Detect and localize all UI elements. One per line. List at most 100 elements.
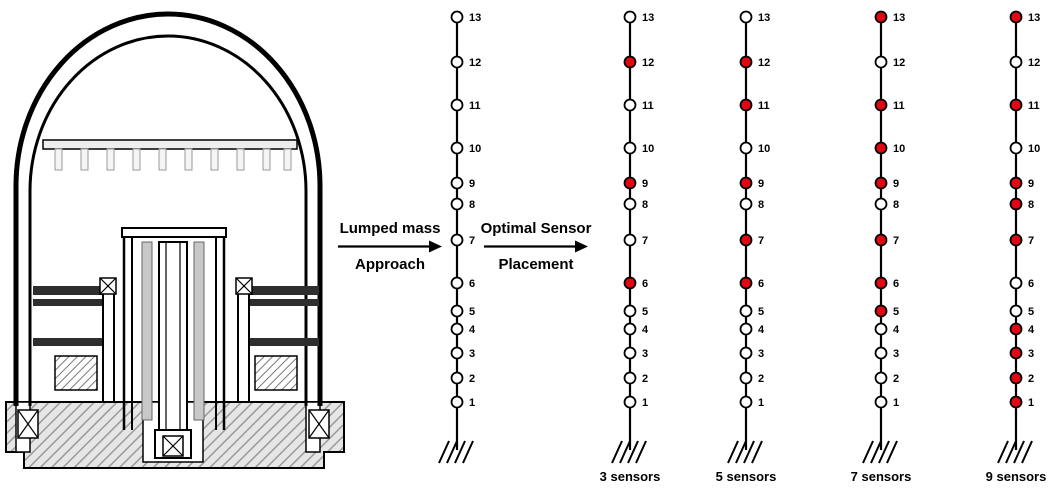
- node-number-label: 4: [642, 324, 649, 336]
- mass-node-2: [874, 371, 888, 385]
- ground-hatch-line: [438, 440, 450, 464]
- sensor-node-6: [739, 276, 753, 290]
- mass-node-3: [623, 346, 637, 360]
- sensor-node-7: [739, 233, 753, 247]
- right-support-anchor: [235, 277, 253, 295]
- mass-node-4: [874, 322, 888, 336]
- sensor-node-9: [739, 176, 753, 190]
- sensor-node-3: [1009, 346, 1023, 360]
- node-number-label: 5: [893, 306, 899, 318]
- basemat-anchors: [17, 409, 330, 457]
- sensor-node-4: [1009, 322, 1023, 336]
- mass-node-2: [739, 371, 753, 385]
- node-number-label: 9: [893, 178, 899, 190]
- node-number-label: 2: [642, 373, 648, 385]
- mass-node-3: [739, 346, 753, 360]
- optimal-sensor-placement-arrow: Optimal Sensor Placement: [478, 220, 594, 274]
- mass-node-2: [450, 371, 464, 385]
- node-number-label: 13: [758, 12, 770, 24]
- sensor-node-7: [874, 233, 888, 247]
- containment-shell: [13, 11, 323, 406]
- sensor-node-5: [874, 304, 888, 318]
- ground-hatch-line: [727, 440, 739, 464]
- node-number-label: 2: [893, 373, 899, 385]
- mass-node-13: [739, 10, 753, 24]
- node-number-label: 8: [758, 199, 764, 211]
- node-number-label: 1: [893, 397, 899, 409]
- node-number-label: 10: [893, 143, 905, 155]
- node-number-label: 7: [469, 235, 475, 247]
- node-number-label: 2: [469, 373, 475, 385]
- ground-hatch-line: [751, 440, 763, 464]
- mass-node-12: [450, 55, 464, 69]
- node-number-label: 7: [1028, 235, 1034, 247]
- node-number-label: 5: [469, 306, 475, 318]
- sensor-node-6: [623, 276, 637, 290]
- node-number-label: 3: [758, 348, 764, 360]
- mass-node-4: [623, 322, 637, 336]
- sensor-node-9: [1009, 176, 1023, 190]
- ground-hatch-line: [870, 440, 882, 464]
- node-number-label: 3: [893, 348, 899, 360]
- sensor-count-label: 3 sensors: [599, 469, 661, 484]
- node-number-label: 6: [893, 278, 899, 290]
- node-number-label: 9: [1028, 178, 1034, 190]
- left-internal-structures: [33, 277, 117, 403]
- node-number-label: 13: [893, 12, 905, 24]
- ground-hatch-line: [446, 440, 458, 464]
- arrow1-text-line1: Lumped mass: [339, 220, 441, 237]
- mass-node-10: [1009, 141, 1023, 155]
- sensor-node-9: [874, 176, 888, 190]
- node-number-label: 6: [642, 278, 648, 290]
- ground-hatch-line: [862, 440, 874, 464]
- node-number-label: 6: [758, 278, 764, 290]
- sensor-count-label: 5 sensors: [715, 469, 777, 484]
- sensor-node-13: [1009, 10, 1023, 24]
- node-number-label: 8: [893, 199, 899, 211]
- node-number-label: 12: [642, 57, 654, 69]
- right-arrow-icon: [338, 240, 442, 253]
- mass-node-11: [450, 98, 464, 112]
- node-number-label: 1: [469, 397, 475, 409]
- anchor-right: [308, 409, 330, 439]
- node-number-label: 2: [758, 373, 764, 385]
- mass-node-8: [450, 197, 464, 211]
- sensor-node-11: [874, 98, 888, 112]
- mass-node-5: [739, 304, 753, 318]
- node-number-label: 3: [469, 348, 475, 360]
- reactor-cross-section: [5, 11, 345, 469]
- mass-node-8: [739, 197, 753, 211]
- mass-node-12: [874, 55, 888, 69]
- node-number-label: 13: [469, 12, 481, 24]
- node-number-label: 4: [1028, 324, 1035, 336]
- node-number-label: 12: [893, 57, 905, 69]
- node-number-label: 5: [758, 306, 764, 318]
- sensor-node-12: [739, 55, 753, 69]
- mass-node-10: [739, 141, 753, 155]
- mass-node-1: [623, 395, 637, 409]
- mass-node-1: [739, 395, 753, 409]
- arrow2-text-line2: Placement: [498, 256, 574, 274]
- ground-hatch-line: [886, 440, 898, 464]
- node-number-label: 1: [1028, 397, 1034, 409]
- node-number-label: 12: [1028, 57, 1040, 69]
- node-number-label: 10: [1028, 143, 1040, 155]
- ground-hatch-line: [627, 440, 639, 464]
- node-number-label: 5: [1028, 306, 1034, 318]
- ground-hatch-line: [1021, 440, 1033, 464]
- sensor-count-label: 7 sensors: [850, 469, 912, 484]
- node-number-label: 10: [642, 143, 654, 155]
- sensor-node-8: [1009, 197, 1023, 211]
- sensor-node-11: [739, 98, 753, 112]
- left-support-anchor: [99, 277, 117, 295]
- node-number-label: 1: [758, 397, 764, 409]
- mass-node-8: [874, 197, 888, 211]
- ground-hatch-line: [611, 440, 623, 464]
- ground-hatch-line: [1013, 440, 1025, 464]
- mass-node-1: [874, 395, 888, 409]
- node-number-label: 8: [642, 199, 648, 211]
- ground-hatch-line: [997, 440, 1009, 464]
- anchor-left: [17, 409, 39, 439]
